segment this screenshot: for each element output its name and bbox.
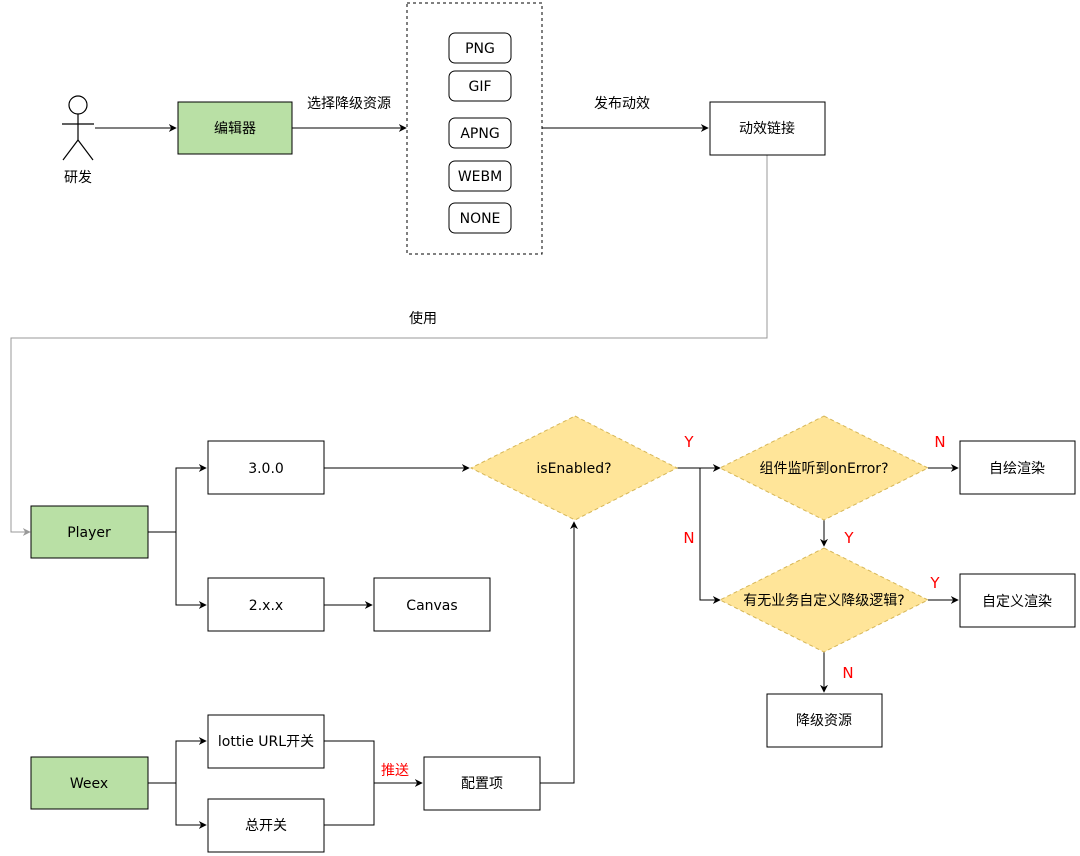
- node-master-switch: 总开关: [245, 818, 287, 834]
- node-player: Player: [67, 525, 111, 541]
- node-fallback-box: [766, 693, 883, 748]
- formats-list: PNG GIF APNG WEBM NONE: [448, 32, 512, 234]
- edge-weex-lottie: [148, 737, 207, 784]
- node-master-switch-box: [207, 798, 325, 853]
- node-canvas-box: [373, 577, 491, 632]
- label-enabled-no: N: [683, 529, 694, 547]
- decision-is-enabled: isEnabled?: [536, 461, 611, 477]
- label-push: 推送: [381, 763, 409, 779]
- label-publish: 发布动效: [594, 96, 650, 112]
- format-pill: WEBM: [458, 169, 502, 185]
- node-link: 动效链接: [739, 120, 795, 137]
- node-self-render: 自绘渲染: [989, 461, 1045, 477]
- node-v300: 3.0.0: [248, 461, 284, 477]
- decision-on-error: 组件监听到onError?: [760, 461, 889, 477]
- node-editor-box: [177, 101, 293, 155]
- label-enabled-yes: Y: [683, 433, 694, 451]
- node-config: 配置项: [461, 776, 503, 792]
- node-custom-render-box: [959, 573, 1076, 628]
- label-onerror-yes: Y: [843, 529, 854, 547]
- format-pill-box: [448, 70, 512, 102]
- label-custom-yes: Y: [929, 574, 940, 592]
- format-pill: APNG: [460, 126, 499, 142]
- decision-custom-logic-shape: [718, 547, 930, 653]
- node-v2xx-box: [207, 577, 325, 632]
- edge-switches-config: [324, 740, 422, 826]
- format-pill: NONE: [460, 211, 501, 227]
- node-config-box: [423, 756, 541, 811]
- format-pill-box: [448, 32, 512, 64]
- format-pill-box: [448, 160, 512, 192]
- edge-link-player: [10, 155, 768, 536]
- node-custom-render: 自定义渲染: [982, 594, 1052, 610]
- edge-player-v2xx: [175, 532, 207, 609]
- label-select-fallback: 选择降级资源: [307, 96, 391, 112]
- node-editor: 编辑器: [214, 121, 256, 137]
- node-fallback: 降级资源: [796, 713, 852, 729]
- format-pill: GIF: [468, 79, 491, 95]
- node-weex-box: [30, 756, 149, 810]
- decision-custom-logic: 有无业务自定义降级逻辑?: [743, 593, 904, 609]
- node-self-render-box: [959, 440, 1076, 495]
- format-pill-box: [448, 202, 512, 234]
- decision-is-enabled-shape: [469, 415, 679, 521]
- node-v2xx: 2.x.x: [249, 598, 283, 614]
- decision-on-error-shape: [718, 415, 930, 521]
- node-lottie-switch-box: [207, 714, 325, 769]
- edge-isenabled-custom: [699, 468, 721, 604]
- edge-weex-master: [175, 783, 207, 829]
- actor-label: 研发: [64, 170, 92, 186]
- node-canvas: Canvas: [406, 598, 457, 614]
- formats-group: [406, 2, 543, 255]
- node-player-box: [30, 505, 149, 559]
- node-lottie-switch: lottie URL开关: [218, 734, 314, 750]
- label-custom-no: N: [842, 664, 853, 682]
- label-use: 使用: [409, 310, 437, 327]
- edge-player-v300: [148, 464, 207, 533]
- node-link-box: [709, 101, 826, 156]
- format-pill-box: [448, 117, 512, 149]
- edge-config-isenabled: [540, 521, 578, 784]
- format-pill: PNG: [465, 41, 495, 57]
- node-v300-box: [207, 440, 325, 495]
- actor-developer: [62, 95, 94, 161]
- node-weex: Weex: [70, 776, 108, 792]
- label-onerror-no: N: [934, 433, 945, 451]
